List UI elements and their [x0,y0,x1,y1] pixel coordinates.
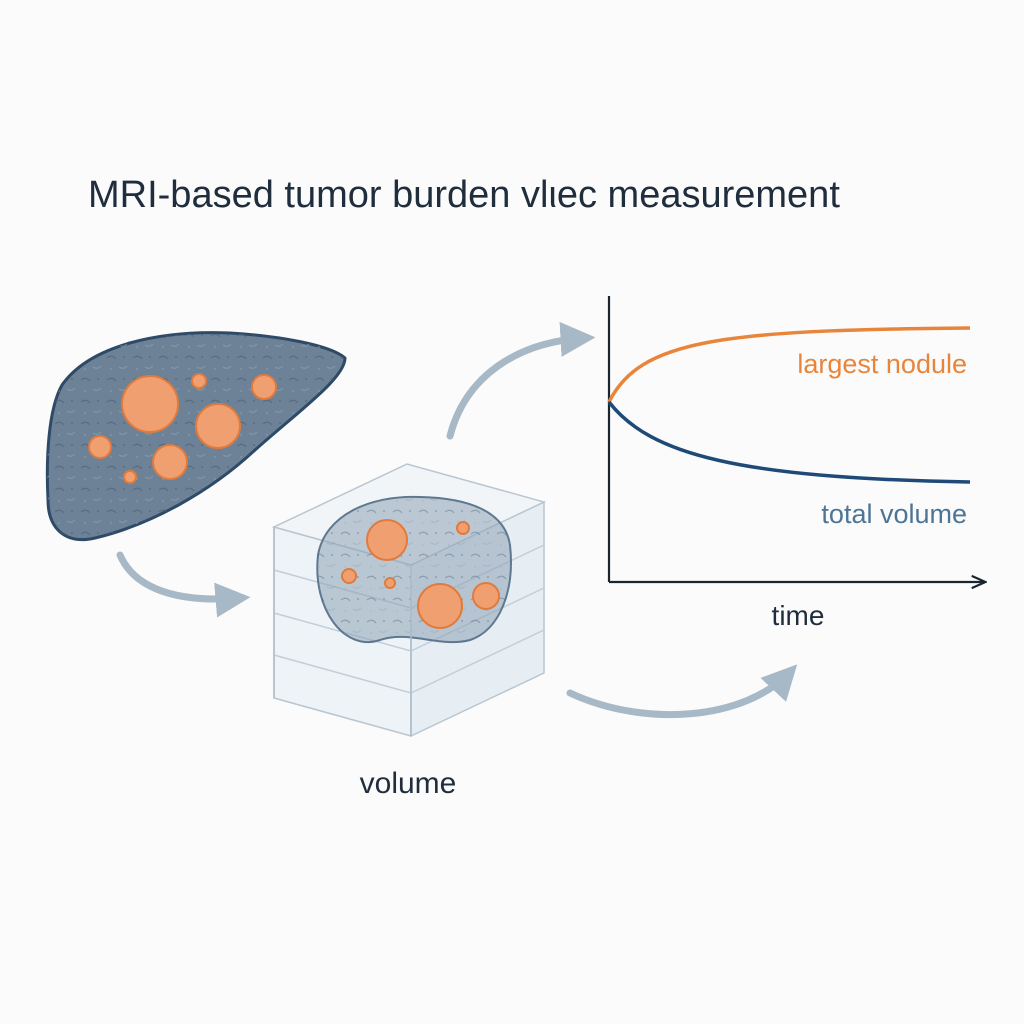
tumor-nodule [191,373,207,389]
time-axis-label: time [772,600,825,631]
diagram-title: MRI-based tumor burden vlιec measurement [88,174,840,216]
tumor-nodule [123,470,137,484]
mri-volume-cube [271,463,547,738]
tumor-nodule [121,375,179,433]
tumor-nodule [88,435,112,459]
tumor-nodule [341,568,357,584]
largest-nodule-label: largest nodule [797,349,967,379]
largest-nodule-curve [607,326,971,403]
tumor-nodule [251,374,277,400]
tumor-nodule [417,583,463,629]
volume-label: volume [360,767,457,800]
tumor-nodule [366,519,408,561]
tumor-nodule [456,521,470,535]
flow-arrow [446,321,596,440]
total-volume-label: total volume [821,499,967,529]
tumor-nodule [472,582,500,610]
flow-arrow [566,664,798,718]
liver-illustration [45,331,347,541]
flow-arrow [116,551,251,618]
tumor-nodule [152,444,188,480]
tumor-nodule [384,577,396,589]
tumor-nodule [195,403,241,449]
total-volume-curve [607,400,971,484]
